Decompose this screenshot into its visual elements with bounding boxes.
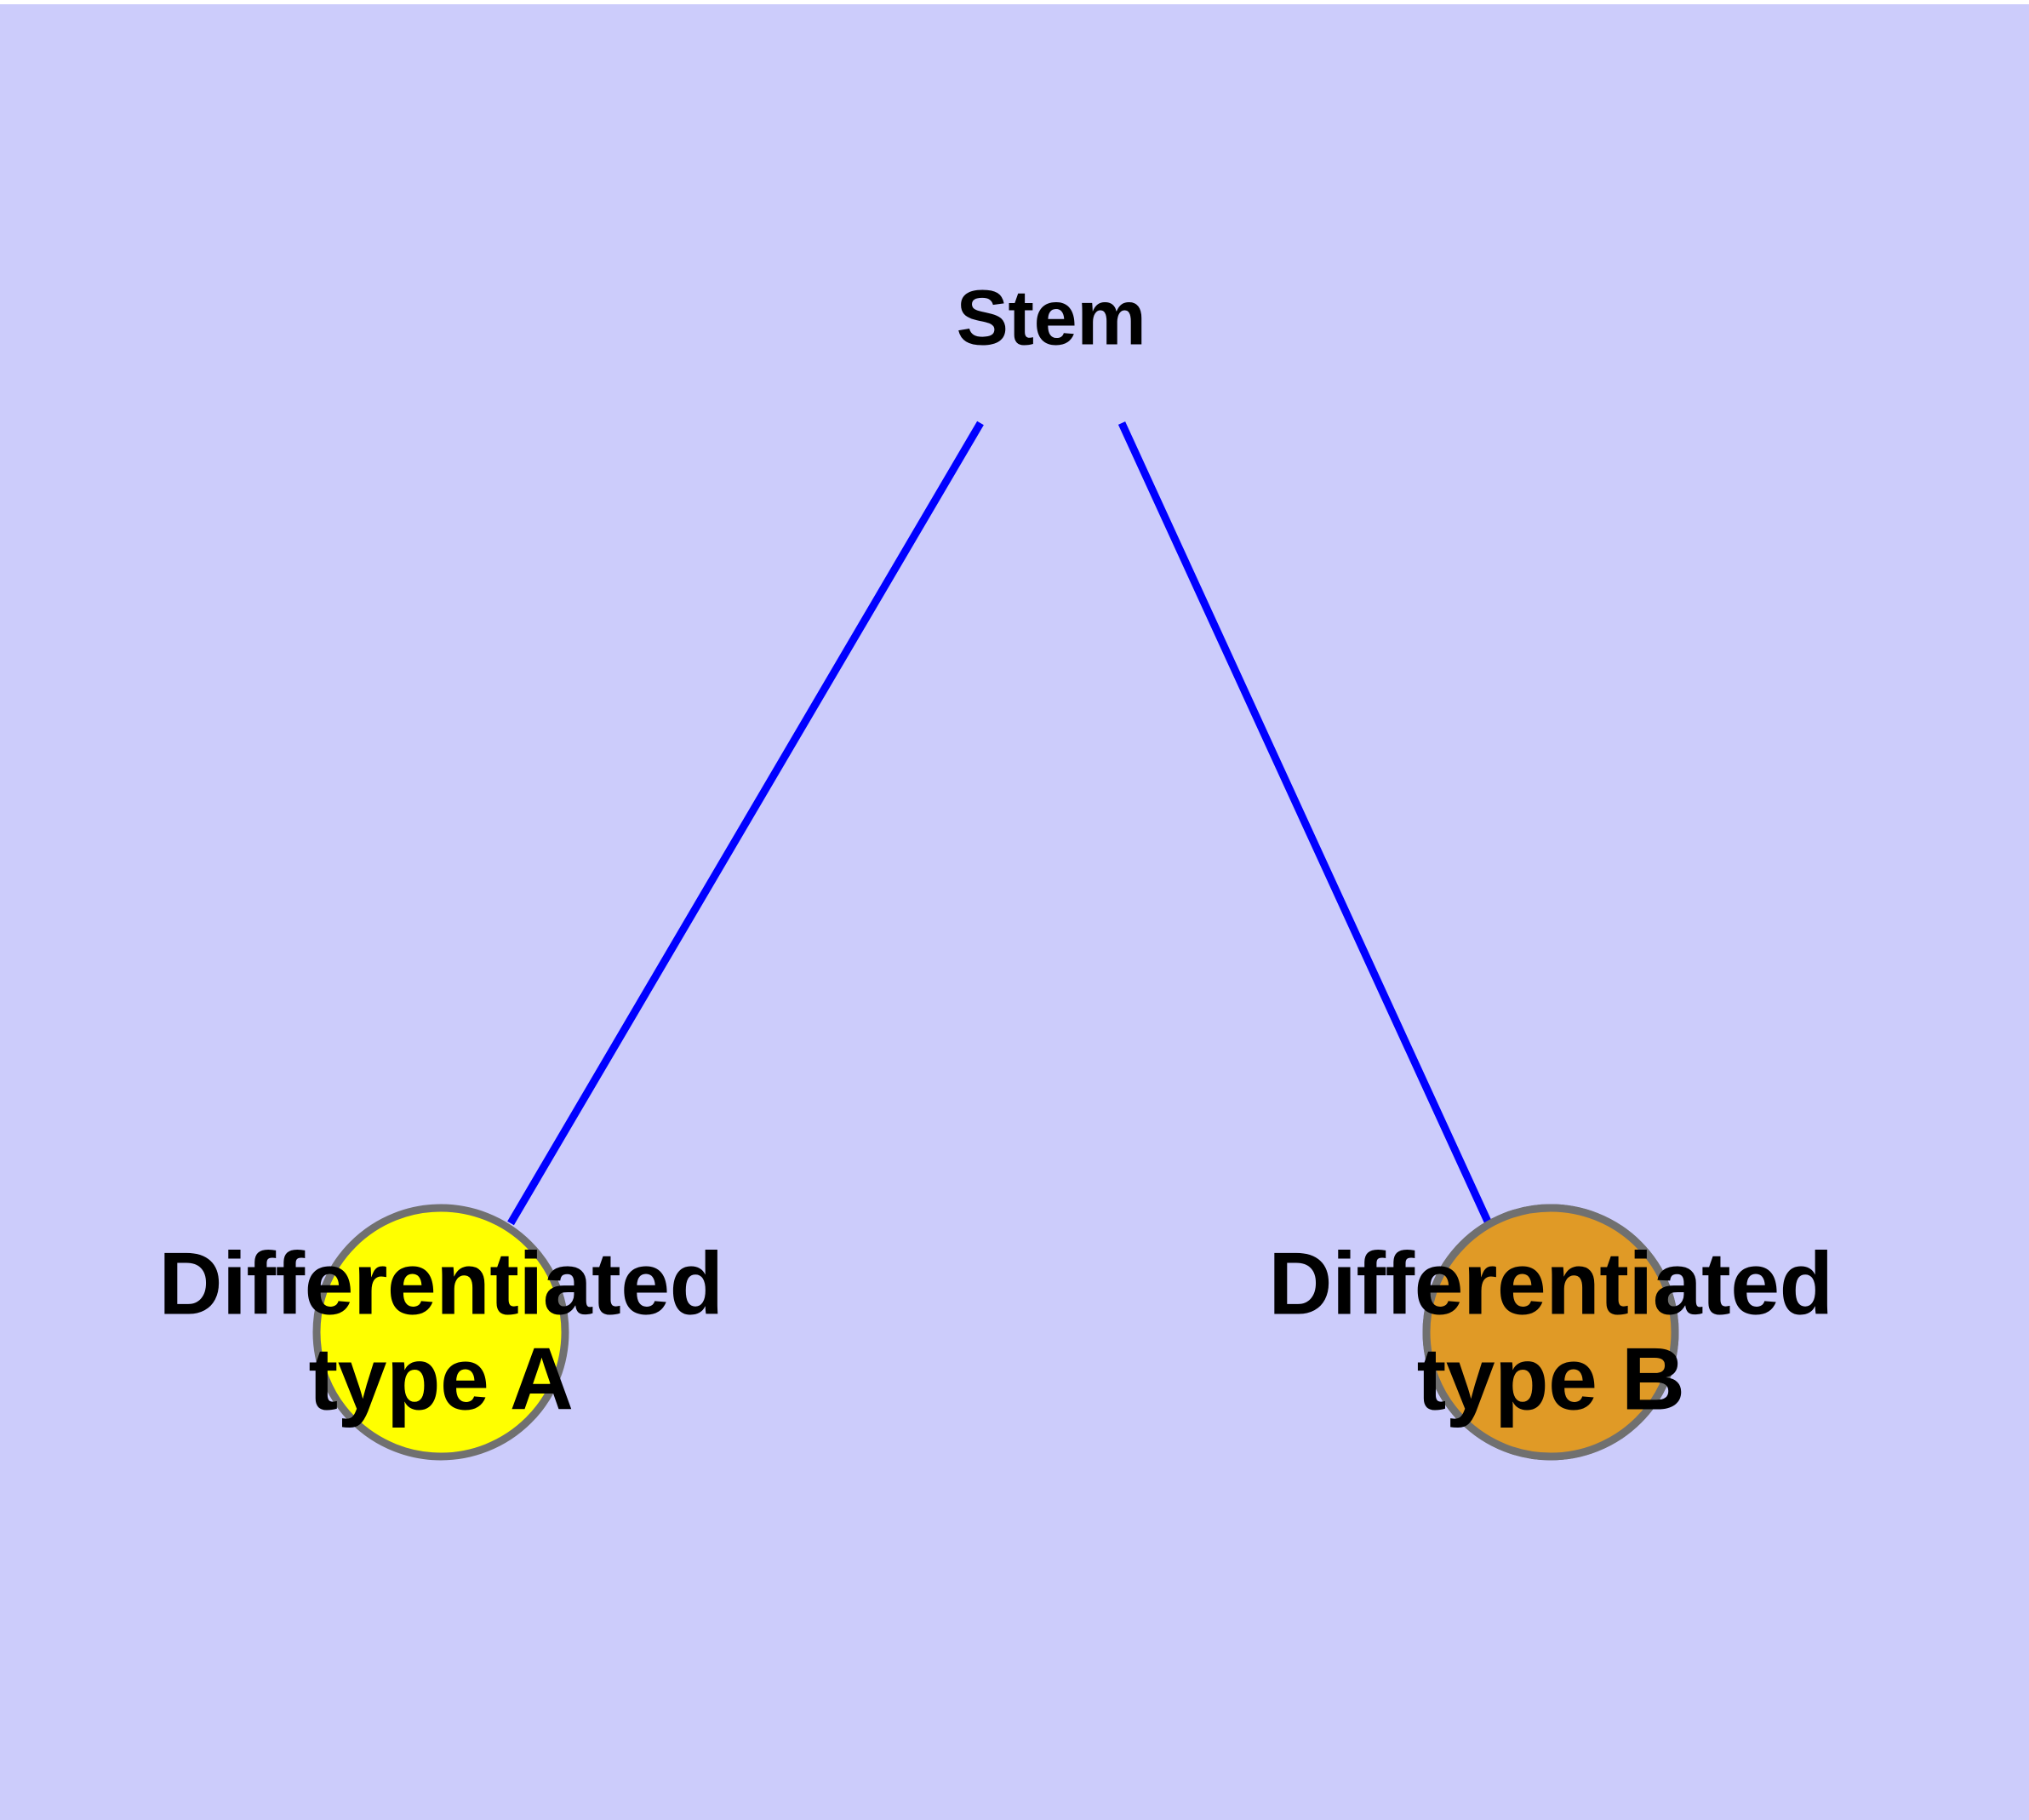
edge-stem-to-differentiated-type-a[interactable]: [507, 421, 984, 1226]
node-stem[interactable]: [312, 1204, 569, 1461]
plot-background: [0, 4, 2029, 1820]
node-layer: [312, 1204, 1679, 1461]
edge-layer: [507, 421, 1493, 1226]
edge-stem-to-differentiated-type-b[interactable]: [1117, 421, 1493, 1225]
node-differentiated-type-b[interactable]: [1422, 1204, 1679, 1461]
